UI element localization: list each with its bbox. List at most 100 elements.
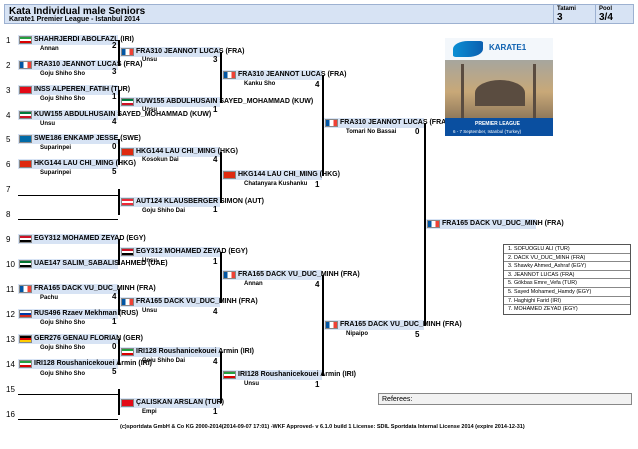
empty-slot-line bbox=[18, 419, 118, 420]
row-number: 9 bbox=[6, 235, 11, 244]
kata-name: Unsu bbox=[142, 308, 157, 314]
swe-flag-icon bbox=[19, 135, 32, 143]
score: 4 bbox=[213, 155, 218, 164]
competitor-slot-r2[interactable]: AUT124 KLAUSBERGER SIMON (AUT) bbox=[120, 197, 264, 207]
score: 5 bbox=[112, 167, 117, 176]
competitor-slot-r1[interactable]: IRI128 Roushanicekouei Armin (IRI) bbox=[18, 359, 152, 369]
karate1-logo: KARATE1 bbox=[445, 38, 553, 60]
kata-name: Annan bbox=[40, 46, 59, 52]
ger-flag-icon bbox=[19, 335, 32, 343]
bracket-connector bbox=[118, 289, 120, 315]
kata-name: Unsu bbox=[142, 107, 157, 113]
kata-name: Tomari No Bassai bbox=[346, 129, 397, 135]
competitor-slot-r2[interactable]: KUW155 ABDULHUSAIN SAYED_MOHAMMAD (KUW) bbox=[120, 97, 313, 107]
score: 1 bbox=[315, 380, 320, 389]
competitor-slot-r4[interactable]: FRA165 DACK VU_DUC_MINH (FRA) bbox=[324, 320, 462, 330]
hkg-flag-icon bbox=[19, 160, 32, 168]
row-number: 15 bbox=[6, 385, 15, 394]
score: 4 bbox=[213, 357, 218, 366]
competitor-slot-r3[interactable]: FRA165 DACK VU_DUC_MINH (FRA) bbox=[222, 270, 360, 280]
kata-name: Goju Shiho Dai bbox=[142, 358, 185, 364]
score: 1 bbox=[213, 407, 218, 416]
competitor-slot-r1[interactable]: HKG144 LAU CHI_MING (HKG) bbox=[18, 159, 136, 169]
competitor-slot-r2[interactable]: FRA310 JEANNOT LUCAS (FRA) bbox=[120, 47, 245, 57]
tatami-label: Tatami bbox=[557, 6, 576, 12]
competitor-slot-r4[interactable]: FRA310 JEANNOT LUCAS (FRA) bbox=[324, 118, 449, 128]
fra-flag-icon bbox=[19, 61, 32, 69]
competitor-name: UAE147 SALIM_SABALIS AHMED (UAE) bbox=[34, 260, 168, 267]
bracket-connector bbox=[220, 252, 222, 303]
egy-flag-icon bbox=[19, 235, 32, 243]
competitor-slot-r1[interactable]: RUS496 Rzaev Mekhman (RUS) bbox=[18, 309, 138, 319]
competitor-slot-r1[interactable]: UAE147 SALIM_SABALIS AHMED (UAE) bbox=[18, 259, 168, 269]
competitor-slot-r1[interactable]: INSS ALPEREN_FATIH (TUR) bbox=[18, 85, 130, 95]
score: 3 bbox=[112, 67, 117, 76]
row-number: 12 bbox=[6, 310, 15, 319]
competitor-slot-r1[interactable]: KUW155 ABDULHUSAIN SAYED_MOHAMMAD (KUW) bbox=[18, 110, 211, 120]
bracket-connector bbox=[118, 139, 120, 165]
kata-name: Unsu bbox=[40, 121, 55, 127]
poster-band bbox=[445, 118, 553, 136]
bracket-connector bbox=[118, 189, 120, 215]
result-row: 3. Shawky Ahmed_Ashraf (EGY) bbox=[504, 262, 630, 271]
fra-flag-icon bbox=[223, 71, 236, 79]
competitor-slot-r1[interactable]: EGY312 MOHAMED ZEYAD (EGY) bbox=[18, 234, 146, 244]
result-row: 3. JEANNOT LUCAS (FRA) bbox=[504, 271, 630, 280]
empty-slot-line bbox=[18, 394, 118, 395]
minaret-shape bbox=[461, 64, 464, 124]
final-winner-slot[interactable]: FRA165 DACK VU_DUC_MINH (FRA) bbox=[426, 219, 564, 229]
score: 4 bbox=[315, 280, 320, 289]
tatami-value: 3 bbox=[557, 12, 563, 23]
score: 4 bbox=[213, 307, 218, 316]
competitor-slot-r2[interactable]: IRI128 Roushanicekouei Armin (IRI) bbox=[120, 347, 254, 357]
competitor-slot-r2[interactable]: ÇALISKAN ARSLAN (TUR) bbox=[120, 398, 224, 408]
competitor-name: FRA310 JEANNOT LUCAS (FRA) bbox=[340, 119, 449, 126]
competitor-name: FRA165 DACK VU_DUC_MINH (FRA) bbox=[442, 220, 564, 227]
competitor-name: INSS ALPEREN_FATIH (TUR) bbox=[34, 86, 131, 93]
competitor-name: RUS496 Rzaev Mekhman (RUS) bbox=[34, 310, 139, 317]
competitor-slot-r2[interactable]: EGY312 MOHAMED ZEYAD (EGY) bbox=[120, 247, 248, 257]
competitor-slot-r2[interactable]: HKG144 LAU CHI_MING (HKG) bbox=[120, 147, 238, 157]
competitor-slot-r1[interactable]: FRA310 JEANNOT LUCAS (FRA) bbox=[18, 60, 143, 70]
poster-band-date: 6 - 7 September, Istanbul (Turkey) bbox=[453, 129, 522, 134]
competitor-slot-r3[interactable]: IRI128 Roushanicekouei Armin (IRI) bbox=[222, 370, 356, 380]
competitor-name: FRA165 DACK VU_DUC_MINH (FRA) bbox=[136, 298, 258, 305]
competitor-slot-r1[interactable]: SHAHRJERDI ABOLFAZL (IRI) bbox=[18, 35, 134, 45]
bracket-connector bbox=[220, 52, 222, 103]
competitor-slot-r1[interactable]: SWE186 ENKAMP JESSE (SWE) bbox=[18, 134, 141, 144]
hkg-flag-icon bbox=[223, 171, 236, 179]
competitor-slot-r1[interactable]: GER276 GENAU FLORIAN (GER) bbox=[18, 334, 143, 344]
score: 0 bbox=[415, 127, 420, 136]
score: 5 bbox=[112, 367, 117, 376]
kata-name: Nipaipo bbox=[346, 331, 368, 337]
score: 1 bbox=[315, 180, 320, 189]
competitor-name: HKG144 LAU CHI_MING (HKG) bbox=[34, 160, 136, 167]
bracket-connector bbox=[118, 389, 120, 415]
row-number: 6 bbox=[6, 160, 11, 169]
kuw-flag-icon bbox=[19, 111, 32, 119]
fra-flag-icon bbox=[121, 48, 134, 56]
kata-name: Suparinpei bbox=[40, 170, 72, 176]
row-number: 10 bbox=[6, 260, 15, 269]
egy-flag-icon bbox=[121, 248, 134, 256]
mosque-dome-shape bbox=[475, 80, 525, 106]
competitor-name: FRA165 DACK VU_DUC_MINH (FRA) bbox=[238, 271, 360, 278]
minaret-shape bbox=[533, 64, 536, 124]
competitor-slot-r1[interactable]: FRA165 DACK VU_DUC_MINH (FRA) bbox=[18, 284, 156, 294]
result-row: 1. SOFUOGLU ALI (TUR) bbox=[504, 245, 630, 254]
iri-flag-icon bbox=[19, 36, 32, 44]
kata-name: Unsu bbox=[142, 258, 157, 264]
bracket-connector bbox=[220, 352, 222, 403]
kuw-flag-icon bbox=[121, 98, 134, 106]
competitor-slot-r2[interactable]: FRA165 DACK VU_DUC_MINH (FRA) bbox=[120, 297, 258, 307]
iri-flag-icon bbox=[121, 348, 134, 356]
competitor-name: FRA165 DACK VU_DUC_MINH (FRA) bbox=[34, 285, 156, 292]
competitor-slot-r3[interactable]: FRA310 JEANNOT LUCAS (FRA) bbox=[222, 70, 347, 80]
event-poster-image: KARATE1 PREMIER LEAGUE 6 - 7 September, … bbox=[445, 38, 553, 136]
license-footer: (c)sportdata GmbH & Co KG 2000-2014(2014… bbox=[120, 424, 525, 430]
competitor-slot-r3[interactable]: HKG144 LAU CHI_MING (HKG) bbox=[222, 170, 340, 180]
competitor-name: AUT124 KLAUSBERGER SIMON (AUT) bbox=[136, 198, 264, 205]
row-number: 13 bbox=[6, 335, 15, 344]
row-number: 11 bbox=[6, 285, 15, 294]
iri-flag-icon bbox=[19, 360, 32, 368]
